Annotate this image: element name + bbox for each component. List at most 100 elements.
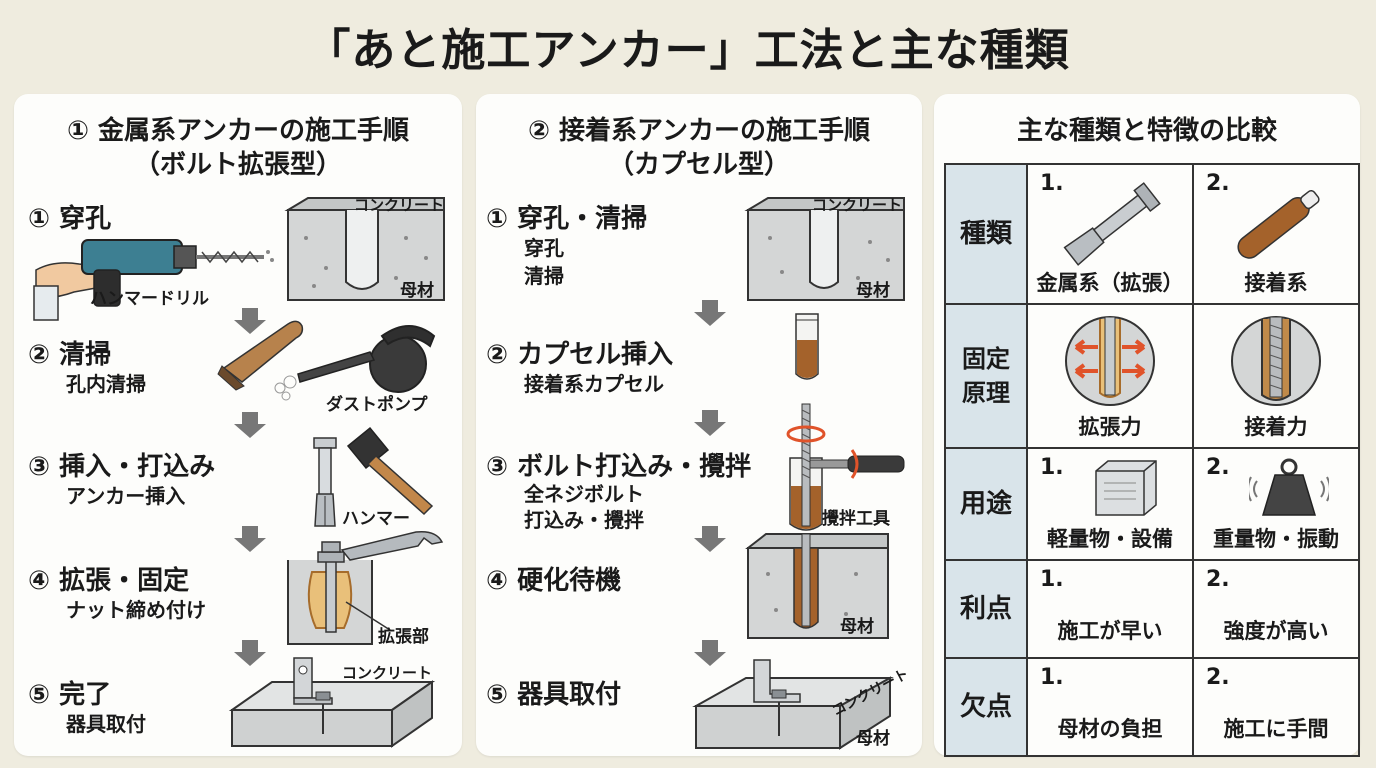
- drill-label: ハンマードリル: [90, 289, 209, 309]
- cell-label: 施工が早い: [1057, 619, 1163, 643]
- cell-label: 接着力: [1244, 415, 1308, 439]
- base-label-4: 母材: [856, 729, 890, 749]
- panel1-step4-sub: ナット締め付け: [66, 598, 206, 622]
- row-header-disadvantage: 欠点: [944, 657, 1028, 757]
- comparison-table: 種類 1. 金属系（拡張） 2. 接着系 固定原理: [944, 163, 1360, 757]
- panel2-step5-title: ⑤ 器具取付: [486, 680, 622, 710]
- mounted-bracket-icon: [228, 657, 436, 748]
- cell-metal-use: 1. 軽量物・設備: [1026, 447, 1194, 561]
- pump-label: ダストポンプ: [326, 395, 428, 415]
- base-label-3: 母材: [840, 617, 874, 637]
- panel1-step4-title: ④ 拡張・固定: [28, 566, 190, 596]
- panel2-title-line1: ② 接着系アンカーの施工手順: [527, 116, 871, 146]
- cell-num: 2.: [1206, 455, 1230, 480]
- cell-adhesive-type: 2. 接着系: [1192, 163, 1360, 305]
- cell-metal-disadvantage: 1. 母材の負担: [1026, 657, 1194, 757]
- cell-metal-principle: 拡張力: [1026, 303, 1194, 449]
- concrete-hole-icon: [744, 197, 905, 301]
- row-header-type: 種類: [944, 163, 1028, 305]
- cell-label: 金属系（拡張）: [1036, 271, 1184, 295]
- panel1-step3-title: ③ 挿入・打込み: [28, 452, 216, 482]
- down-arrow-icon: [694, 300, 726, 326]
- adhesion-force-icon: [1231, 316, 1321, 406]
- mounted-fixture-icon: [692, 659, 894, 750]
- down-arrow-icon: [234, 640, 266, 666]
- cell-adhesive-disadvantage: 2. 施工に手間: [1192, 657, 1360, 757]
- panel1-step5-title: ⑤ 完了: [28, 680, 112, 710]
- panel2-step3-sub2: 打込み・攪拌: [524, 508, 644, 532]
- down-arrow-icon: [234, 308, 266, 334]
- page-title: 「あと施工アンカー」工法と主な種類: [306, 25, 1070, 76]
- panel2-title-line2: （カプセル型）: [607, 150, 790, 180]
- table-row: 固定原理 拡張力 接着力: [944, 303, 1360, 449]
- panel2-step1-title: ① 穿孔・清掃: [486, 204, 648, 234]
- panel1-step2-title: ② 清掃: [28, 340, 112, 370]
- panel2-step3-sub1: 全ネジボルト: [524, 482, 644, 506]
- panel2-step2-sub1: 接着系カプセル: [524, 372, 664, 396]
- panel1-step2-sub: 孔内清掃: [66, 372, 146, 396]
- cell-label: 重量物・振動: [1213, 527, 1339, 551]
- panel2-step1-sub1: 穿孔: [524, 236, 564, 260]
- cell-num: 1.: [1040, 171, 1064, 196]
- equipment-box-icon: [1095, 460, 1158, 516]
- panel1-step1-title: ① 穿孔: [28, 204, 112, 234]
- panel2-step3-title: ③ ボルト打込み・攪拌: [486, 452, 752, 482]
- table-row: 用途 1. 軽量物・設備 2. 重量物・振動: [944, 447, 1360, 561]
- concrete-label-1: コンクリート: [354, 196, 445, 214]
- hammer-icon: [346, 426, 434, 516]
- panel2-step4-title: ④ 硬化待機: [486, 566, 622, 596]
- cell-num: 1.: [1040, 567, 1064, 592]
- panel2-step2-title: ② カプセル挿入: [486, 340, 674, 370]
- cell-num: 1.: [1040, 455, 1064, 480]
- base-label-1: 母材: [400, 281, 434, 301]
- panel1-step5-sub: 器具取付: [66, 712, 146, 736]
- cell-label: 接着系: [1244, 271, 1308, 295]
- cell-num: 1.: [1040, 665, 1064, 690]
- brush-icon: [217, 320, 304, 391]
- cell-label: 母材の負担: [1057, 717, 1163, 741]
- panel-adhesive-anchor: ② 接着系アンカーの施工手順 （カプセル型） ① 穿孔・清掃 穿孔 清掃 ② カ…: [476, 94, 922, 756]
- row-header-advantage: 利点: [944, 559, 1028, 659]
- hammer-drill-icon: [33, 239, 274, 321]
- curing-anchor-icon: [745, 533, 889, 639]
- cell-adhesive-advantage: 2. 強度が高い: [1192, 559, 1360, 659]
- cell-metal-type: 1. 金属系（拡張）: [1026, 163, 1194, 305]
- cell-adhesive-use: 2. 重量物・振動: [1192, 447, 1360, 561]
- anchor-bolt-icon: [313, 437, 337, 527]
- cell-label: 拡張力: [1078, 415, 1142, 439]
- expansion-label: 拡張部: [378, 627, 429, 647]
- down-arrow-icon: [694, 410, 726, 436]
- concrete-label-3: コンクリート: [812, 196, 903, 214]
- bolt-stirring-icon: [786, 403, 905, 531]
- down-arrow-icon: [234, 412, 266, 438]
- row-header-principle: 固定原理: [944, 303, 1028, 449]
- table-row: 種類 1. 金属系（拡張） 2. 接着系: [944, 163, 1360, 305]
- base-label-2: 母材: [856, 281, 890, 301]
- panel3-title: 主な種類と特徴の比較: [1016, 116, 1277, 146]
- panel1-step3-sub: アンカー挿入: [66, 484, 186, 508]
- table-row: 利点 1. 施工が早い 2. 強度が高い: [944, 559, 1360, 659]
- down-arrow-icon: [694, 640, 726, 666]
- cell-label: 軽量物・設備: [1047, 527, 1173, 551]
- panel1-title-line2: （ボルト拡張型）: [133, 150, 342, 180]
- table-row: 欠点 1. 母材の負担 2. 施工に手間: [944, 657, 1360, 757]
- panel1-title-line1: ① 金属系アンカーの施工手順: [66, 116, 410, 146]
- down-arrow-icon: [694, 526, 726, 552]
- heavy-weight-icon: [1249, 458, 1330, 516]
- stir-tool-label: 攪拌工具: [822, 509, 890, 529]
- cell-adhesive-principle: 接着力: [1192, 303, 1360, 449]
- panel-metal-anchor: ① 金属系アンカーの施工手順 （ボルト拡張型） ① 穿孔 ② 清掃 孔内清掃 ③…: [14, 94, 462, 756]
- cell-num: 2.: [1206, 171, 1230, 196]
- cell-label: 施工に手間: [1223, 717, 1329, 741]
- hammer-label: ハンマー: [342, 509, 410, 529]
- cell-num: 2.: [1206, 567, 1230, 592]
- expansion-force-icon: [1065, 316, 1155, 406]
- cell-label: 強度が高い: [1223, 619, 1329, 643]
- cell-num: 2.: [1206, 665, 1230, 690]
- metal-anchor-icon: [1063, 182, 1161, 266]
- dust-pump-icon: [274, 325, 436, 401]
- expansion-anchor-icon: [287, 530, 444, 645]
- adhesive-capsule-icon: [1237, 189, 1320, 259]
- down-arrow-icon: [234, 526, 266, 552]
- panel2-step1-sub2: 清掃: [524, 264, 564, 288]
